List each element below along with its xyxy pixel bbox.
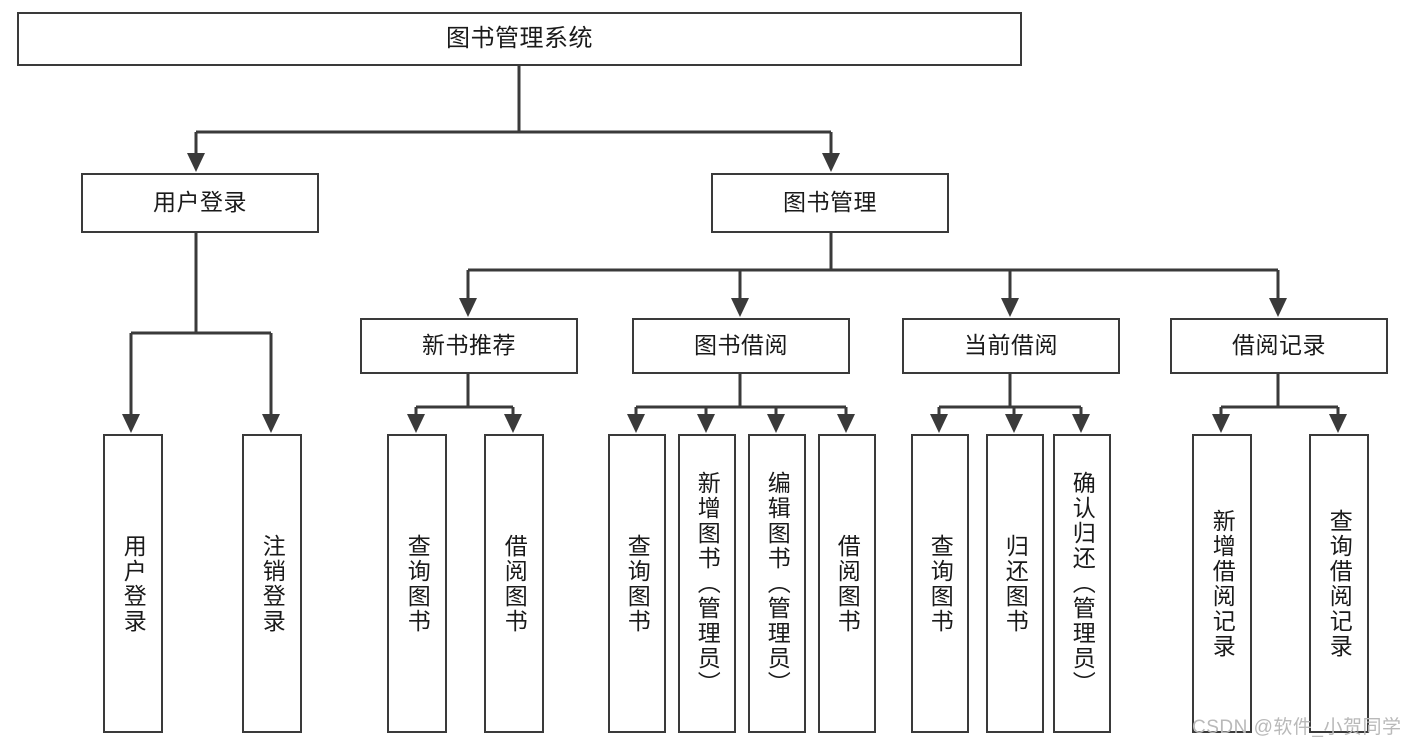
leaf-node-9[interactable]: 归还图书 [986, 434, 1044, 733]
leaf-node-12[interactable]: 查询借阅记录 [1309, 434, 1369, 733]
level2-node-3-label: 借阅记录 [1232, 332, 1326, 359]
level2-node-1-label: 图书借阅 [694, 332, 788, 359]
root-arrow-0-head [187, 153, 205, 172]
leaf-node-1-label: 注销登录 [259, 533, 286, 634]
group-2-arrow-2-head [1072, 414, 1090, 433]
books-arrow-3-head [1269, 298, 1287, 317]
leaf-node-2[interactable]: 查询图书 [387, 434, 447, 733]
root-node-book-management-system[interactable]: 图书管理系统 [17, 12, 1022, 66]
leaf-node-10[interactable]: 确认归还（管理员） [1053, 434, 1111, 733]
leaf-node-8-label: 查询图书 [927, 533, 954, 634]
leaf-node-12-label: 查询借阅记录 [1326, 508, 1353, 659]
leaf-node-2-label: 查询图书 [404, 533, 431, 634]
group-1-arrow-2-head [767, 414, 785, 433]
level2-node-0[interactable]: 新书推荐 [360, 318, 578, 374]
group-1-arrow-3-head [837, 414, 855, 433]
leaf-node-4[interactable]: 查询图书 [608, 434, 666, 733]
leaf-node-4-label: 查询图书 [624, 533, 651, 634]
leaf-node-5[interactable]: 新增图书（管理员） [678, 434, 736, 733]
root-node-book-management-system-label: 图书管理系统 [446, 24, 593, 52]
leaf-node-0-label: 用户登录 [120, 533, 147, 634]
login-arrow-0-head [122, 414, 140, 433]
leaf-node-0[interactable]: 用户登录 [103, 434, 163, 733]
leaf-node-8[interactable]: 查询图书 [911, 434, 969, 733]
leaf-node-6-label: 编辑图书（管理员） [764, 471, 791, 696]
login-arrow-1-head [262, 414, 280, 433]
level1-node-1-label: 图书管理 [783, 189, 877, 216]
group-2-arrow-0-head [930, 414, 948, 433]
group-0-arrow-0-head [407, 414, 425, 433]
leaf-node-6[interactable]: 编辑图书（管理员） [748, 434, 806, 733]
leaf-node-11-label: 新增借阅记录 [1209, 508, 1236, 659]
group-3-arrow-0-head [1212, 414, 1230, 433]
leaf-node-3-label: 借阅图书 [501, 533, 528, 634]
group-1-arrow-1-head [697, 414, 715, 433]
books-arrow-0-head [459, 298, 477, 317]
level2-node-0-label: 新书推荐 [422, 332, 516, 359]
level2-node-2-label: 当前借阅 [964, 332, 1058, 359]
level1-node-0-label: 用户登录 [153, 189, 247, 216]
leaf-node-7[interactable]: 借阅图书 [818, 434, 876, 733]
group-3-arrow-1-head [1329, 414, 1347, 433]
group-2-arrow-1-head [1005, 414, 1023, 433]
books-arrow-1-head [731, 298, 749, 317]
leaf-node-10-label: 确认归还（管理员） [1069, 471, 1096, 696]
watermark-label: CSDN @软件_小贺同学 [1192, 717, 1402, 738]
leaf-node-1[interactable]: 注销登录 [242, 434, 302, 733]
group-1-arrow-0-head [627, 414, 645, 433]
level2-node-1[interactable]: 图书借阅 [632, 318, 850, 374]
leaf-node-9-label: 归还图书 [1002, 533, 1029, 634]
leaf-node-3[interactable]: 借阅图书 [484, 434, 544, 733]
root-arrow-1-head [822, 153, 840, 172]
level2-node-3[interactable]: 借阅记录 [1170, 318, 1388, 374]
leaf-node-11[interactable]: 新增借阅记录 [1192, 434, 1252, 733]
level2-node-2[interactable]: 当前借阅 [902, 318, 1120, 374]
group-0-arrow-1-head [504, 414, 522, 433]
leaf-node-5-label: 新增图书（管理员） [694, 471, 721, 696]
books-arrow-2-head [1001, 298, 1019, 317]
leaf-node-7-label: 借阅图书 [834, 533, 861, 634]
level1-node-0[interactable]: 用户登录 [81, 173, 319, 233]
level1-node-1[interactable]: 图书管理 [711, 173, 949, 233]
